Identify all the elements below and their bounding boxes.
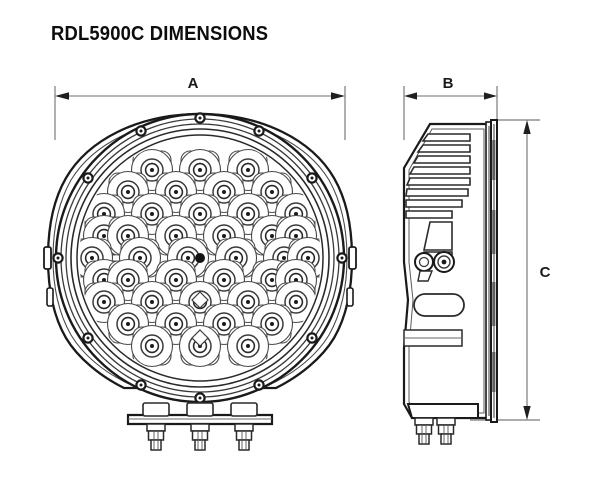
centre-hub xyxy=(195,253,205,263)
mounting-bolt xyxy=(190,423,210,451)
screw-boss xyxy=(82,172,94,184)
led-unit xyxy=(226,324,270,368)
mounting-bolt xyxy=(234,423,254,451)
front-view xyxy=(43,112,357,451)
dimension-a: A xyxy=(54,75,346,140)
bracket-slot xyxy=(413,293,465,317)
screw-boss xyxy=(135,379,147,391)
pivot-bolts xyxy=(414,251,455,282)
led-array xyxy=(79,148,321,368)
mounting-bolt xyxy=(146,423,166,451)
dimension-b-label: B xyxy=(443,75,454,92)
dimension-a-label: A xyxy=(188,75,199,92)
screw-boss xyxy=(306,332,318,344)
screw-boss xyxy=(253,125,265,137)
bracket-tab xyxy=(186,402,214,417)
heatsink-fins xyxy=(405,133,471,219)
side-view xyxy=(402,119,498,445)
mounting-bolt xyxy=(414,417,434,445)
page-title: RDL5900C DIMENSIONS xyxy=(51,23,269,45)
screw-boss xyxy=(135,125,147,137)
side-lower-bracket xyxy=(403,329,479,419)
led-unit xyxy=(130,324,174,368)
mounting-bracket xyxy=(126,402,274,451)
screw-boss xyxy=(194,112,206,124)
dimension-c: C xyxy=(470,119,551,421)
housing-side-lugs xyxy=(43,246,357,307)
mounting-bolt xyxy=(436,417,456,445)
side-mounting-bolts xyxy=(414,417,456,445)
screw-boss xyxy=(82,332,94,344)
dimension-c-label: C xyxy=(540,264,551,281)
lens-bezel-stack xyxy=(485,119,498,423)
bracket-tab xyxy=(142,402,170,417)
screw-boss xyxy=(306,172,318,184)
screw-boss xyxy=(52,252,64,264)
bracket-tab xyxy=(230,402,258,417)
screw-boss xyxy=(194,392,206,404)
screw-boss xyxy=(336,252,348,264)
screw-boss xyxy=(253,379,265,391)
